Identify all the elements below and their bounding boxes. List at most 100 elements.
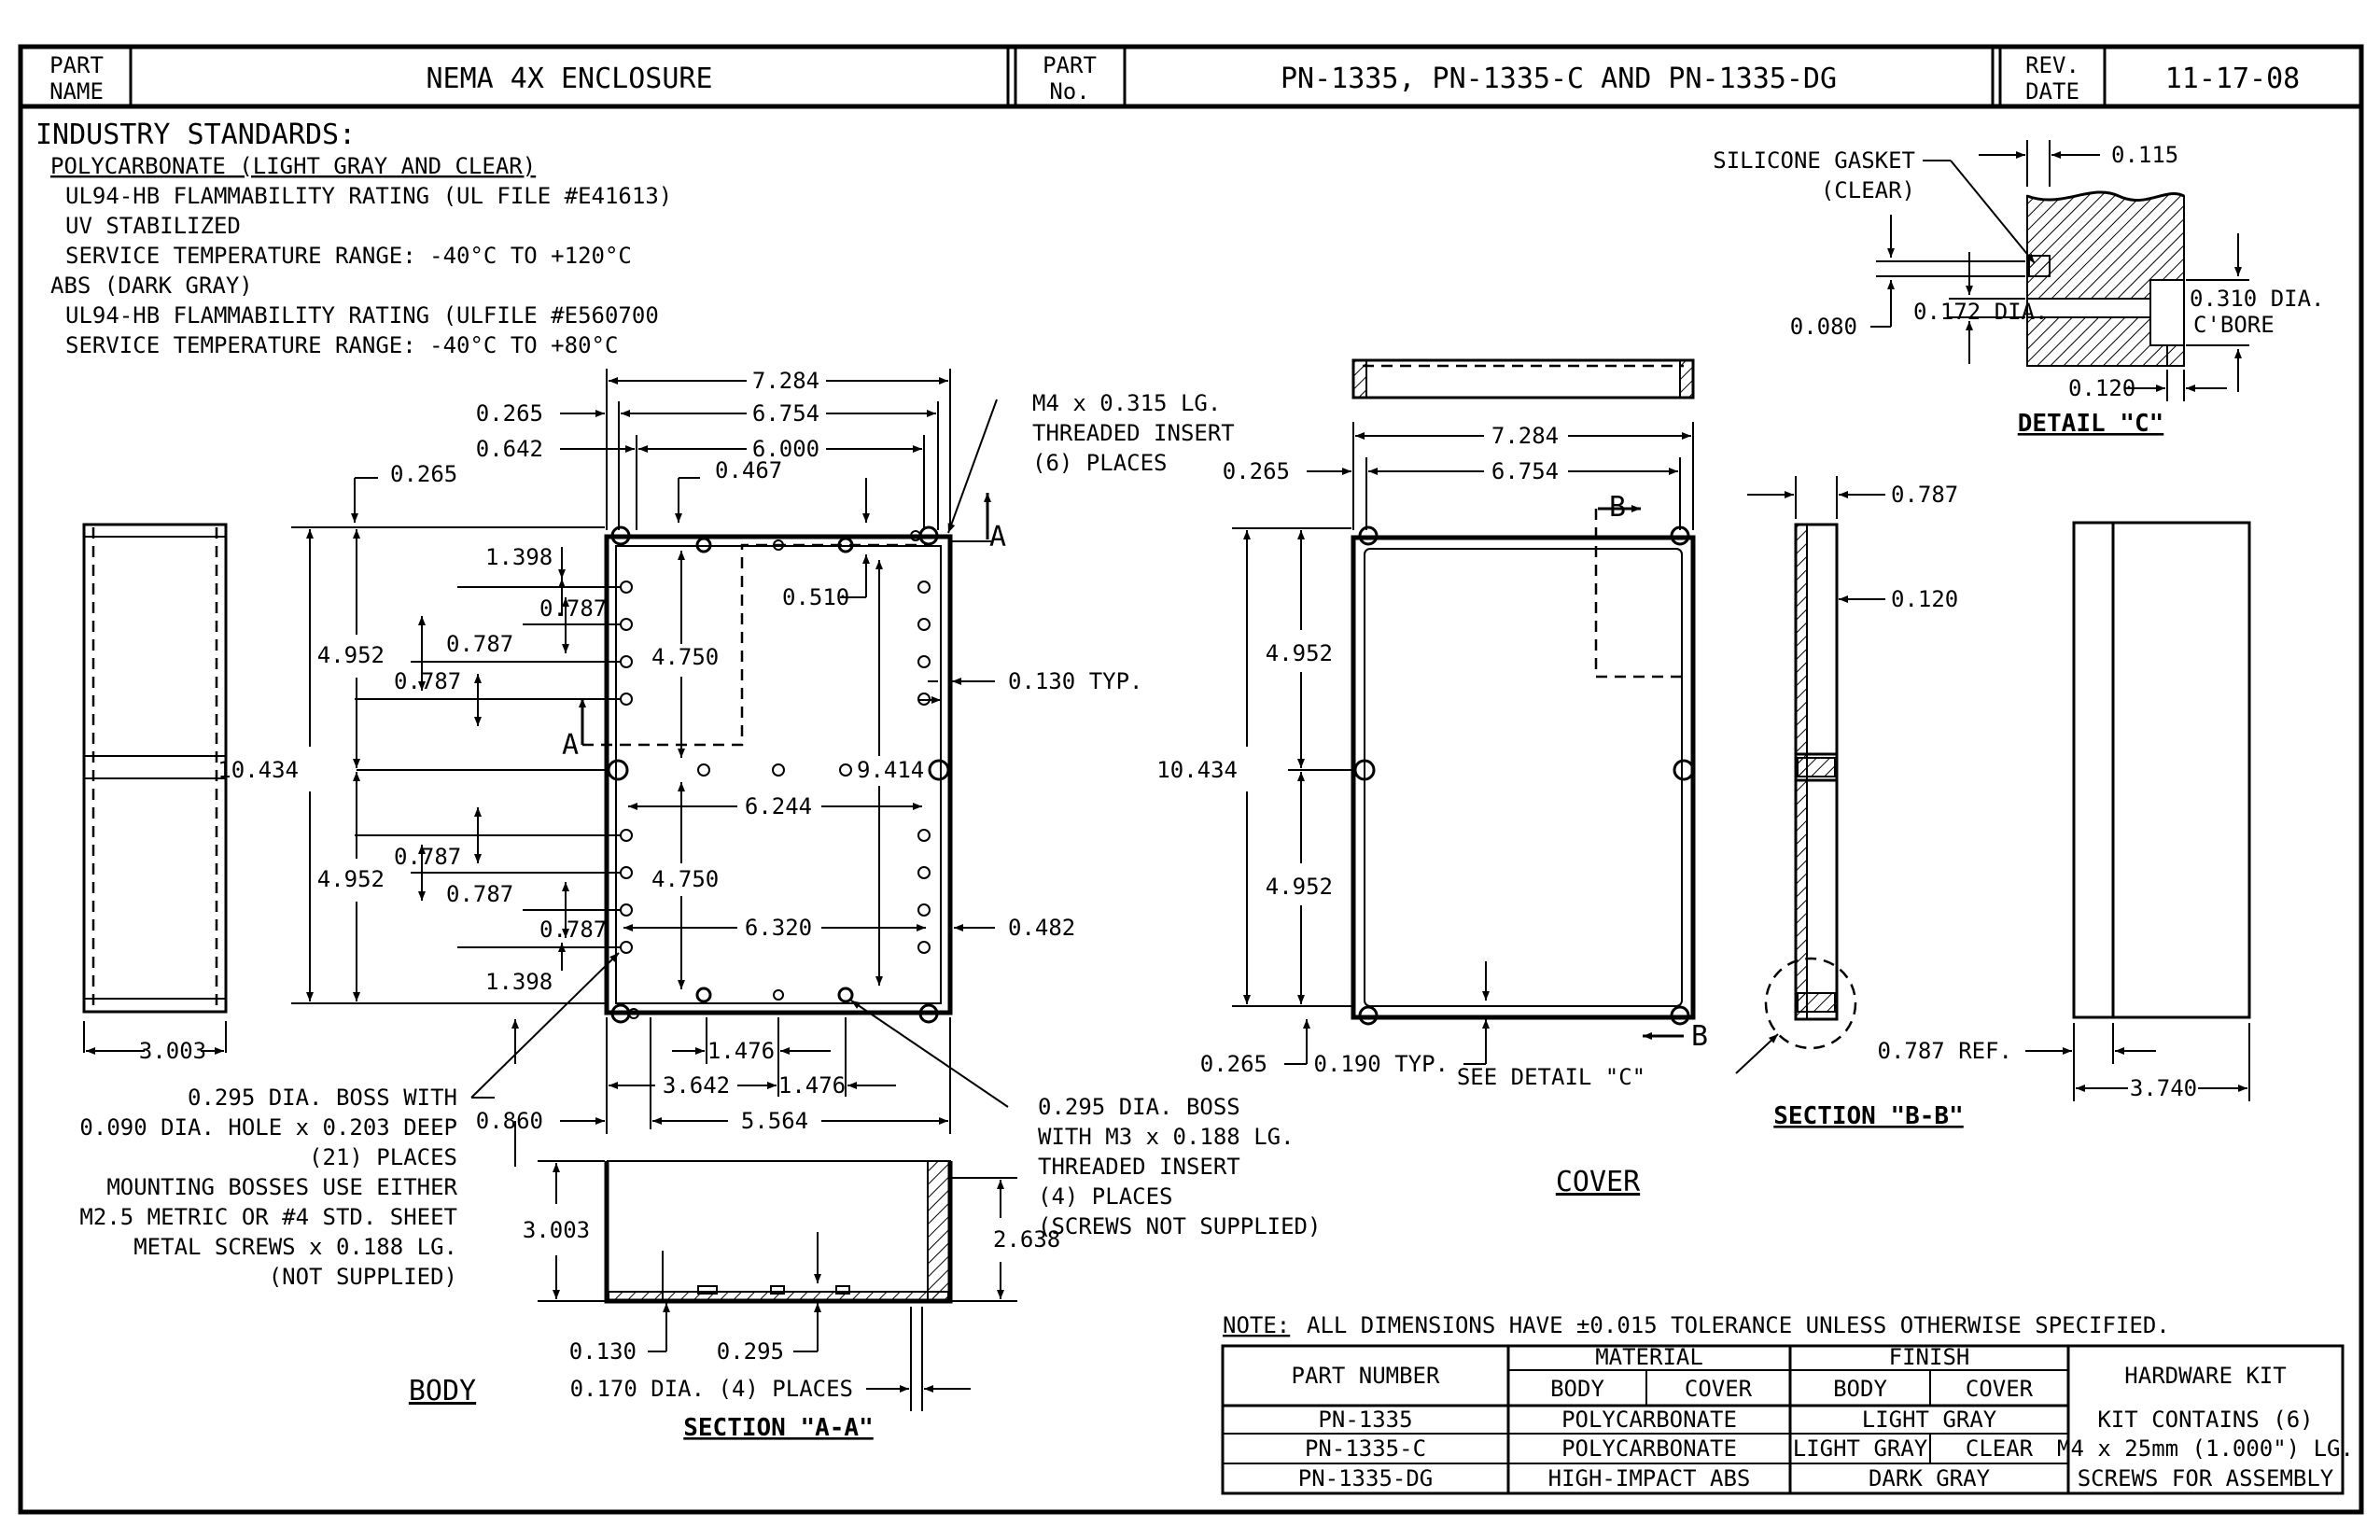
dim-label: 6.320 bbox=[745, 915, 812, 941]
dim-label: 0.787 bbox=[539, 917, 607, 943]
insert-note: M4 x 0.315 LG.THREADED INSERT(6) PLACES bbox=[1032, 390, 1235, 476]
parts-table: PART NUMBER MATERIAL FINISH HARDWARE KIT… bbox=[1221, 1344, 2354, 1495]
dim-label: 6.754 bbox=[1491, 458, 1559, 484]
dim-label: 0.310 DIA. bbox=[2190, 286, 2325, 312]
dim-label: 3.003 bbox=[139, 1038, 206, 1064]
dim-label: 7.284 bbox=[1491, 423, 1559, 449]
dim-label: 0.510 bbox=[782, 584, 849, 610]
table-subheader: COVER bbox=[1685, 1376, 1753, 1402]
table-cell: PN-1335-DG bbox=[1298, 1465, 1434, 1491]
section-marker: A bbox=[562, 729, 579, 762]
table-cell: LIGHT GRAY bbox=[1793, 1435, 1928, 1462]
table-subheader: COVER bbox=[1966, 1376, 2034, 1402]
detail-c-view: SILICONE GASKET(CLEAR) 0.115 0.080 0.172… bbox=[1713, 140, 2325, 438]
dim-label: 0.120 bbox=[1891, 586, 1958, 612]
dim-label: 0.170 DIA. (4) PLACES bbox=[570, 1376, 853, 1402]
view-label-section-bb: SECTION "B-B" bbox=[1773, 1102, 1964, 1130]
dim-label: 2.638 bbox=[993, 1226, 1060, 1253]
dim-label: 5.564 bbox=[741, 1108, 808, 1134]
part-numbers: PN-1335, PN-1335-C AND PN-1335-DG bbox=[1281, 63, 1837, 95]
dim-label: 0.787 bbox=[394, 844, 461, 870]
standards-line: UL94-HB FLAMMABILITY RATING (ULFILE #E56… bbox=[65, 302, 659, 329]
dim-label: 0.787 REF. bbox=[1878, 1038, 2013, 1064]
hardware-line: SCREWS FOR ASSEMBLY bbox=[2078, 1465, 2334, 1491]
table-cell: PN-1335 bbox=[1318, 1407, 1412, 1433]
table-cell: LIGHT GRAY bbox=[1862, 1407, 1997, 1433]
dim-label: 1.476 bbox=[707, 1038, 775, 1064]
dim-label: 3.642 bbox=[663, 1072, 730, 1099]
dim-label: 6.754 bbox=[752, 400, 819, 427]
cover-end-view: 0.787 REF. 3.740 bbox=[1878, 521, 2251, 1101]
part-name: NEMA 4X ENCLOSURE bbox=[426, 63, 712, 95]
dim-label: 0.265 bbox=[1223, 458, 1290, 484]
view-label-detail-c: DETAIL "C" bbox=[2018, 410, 2164, 438]
table-header: MATERIAL bbox=[1595, 1344, 1703, 1370]
dim-label: 1.398 bbox=[485, 969, 553, 995]
section-marker: B bbox=[1691, 1020, 1708, 1053]
dim-label: 6.000 bbox=[752, 436, 819, 462]
table-subheader: BODY bbox=[1833, 1376, 1887, 1402]
view-label-cover: COVER bbox=[1556, 1166, 1641, 1198]
hardware-line: KIT CONTAINS (6) bbox=[2097, 1407, 2313, 1433]
dim-label: 0.265 bbox=[390, 461, 457, 487]
body-top-view: A A 7.284 6.754 6.000 0.265 0.642 0.467 … bbox=[79, 368, 1321, 1407]
table-cell: PN-1335-C bbox=[1305, 1435, 1426, 1462]
standards-line: POLYCARBONATE (LIGHT GRAY AND CLEAR) bbox=[50, 153, 536, 179]
dim-label: 0.265 bbox=[476, 400, 543, 427]
dim-label: 7.284 bbox=[752, 368, 819, 394]
section-marker: A bbox=[989, 521, 1006, 553]
standards-line: ABS (DARK GRAY) bbox=[50, 273, 253, 299]
table-header: FINISH bbox=[1889, 1344, 1970, 1370]
section-marker: B bbox=[1609, 491, 1626, 524]
dim-label: 0.295 bbox=[717, 1338, 784, 1365]
table-subheader: BODY bbox=[1550, 1376, 1604, 1402]
dim-label: 9.414 bbox=[857, 757, 924, 783]
dim-label: 0.190 TYP. bbox=[1314, 1051, 1449, 1077]
note-text: ALL DIMENSIONS HAVE ±0.015 TOLERANCE UNL… bbox=[1307, 1312, 2170, 1338]
dim-label: 6.244 bbox=[745, 793, 812, 819]
dim-label: 10.434 bbox=[217, 757, 299, 783]
dim-label: 3.003 bbox=[523, 1217, 590, 1243]
dim-label: 0.787 bbox=[394, 668, 461, 694]
view-label-section-aa: SECTION "A-A" bbox=[683, 1414, 874, 1442]
standards-line: SERVICE TEMPERATURE RANGE: -40°C TO +80°… bbox=[65, 332, 618, 358]
dim-label: 0.860 bbox=[476, 1108, 543, 1134]
dim-label: 0.642 bbox=[476, 436, 543, 462]
table-cell: CLEAR bbox=[1966, 1435, 2034, 1462]
dim-label: 0.130 TYP. bbox=[1008, 668, 1143, 694]
industry-standards: INDUSTRY STANDARDS: POLYCARBONATE (LIGHT… bbox=[35, 119, 672, 358]
sheet-border bbox=[18, 44, 2364, 1515]
dim-label: 4.952 bbox=[1266, 874, 1333, 900]
rev-date-label: REV.DATE bbox=[2025, 52, 2079, 105]
standards-line: UV STABILIZED bbox=[65, 213, 241, 239]
dim-label: 4.952 bbox=[317, 642, 385, 668]
dim-label: 0.787 bbox=[539, 595, 607, 622]
dim-label: 4.952 bbox=[317, 866, 385, 892]
see-detail-note: SEE DETAIL "C" bbox=[1457, 1064, 1645, 1090]
table-cell: HIGH-IMPACT ABS bbox=[1548, 1465, 1751, 1491]
dim-label: 0.120 bbox=[2068, 375, 2135, 401]
gasket-note: SILICONE GASKET(CLEAR) bbox=[1713, 147, 1915, 203]
dim-label: 0.080 bbox=[1790, 314, 1857, 340]
table-cell: DARK GRAY bbox=[1869, 1465, 1991, 1491]
dim-label: 0.787 bbox=[1891, 482, 1958, 508]
table-header: HARDWARE KIT bbox=[2124, 1363, 2286, 1389]
dim-label: 0.265 bbox=[1200, 1051, 1267, 1077]
table-header: PART NUMBER bbox=[1292, 1363, 1440, 1389]
dim-label: 0.787 bbox=[446, 631, 513, 657]
section-aa-view: 3.003 2.638 0.130 0.295 0.170 DIA. (4) P… bbox=[523, 1160, 1060, 1442]
dim-label: 3.740 bbox=[2130, 1075, 2197, 1101]
hardware-line: M4 x 25mm (1.000") LG. bbox=[2057, 1435, 2354, 1462]
section-bb-view: 0.787 0.120 SECTION "B-B" bbox=[1735, 476, 1964, 1130]
view-label-body: BODY bbox=[409, 1375, 476, 1407]
note-label: NOTE: bbox=[1223, 1312, 1290, 1338]
dim-label: 4.750 bbox=[651, 866, 719, 892]
dim-label: 4.952 bbox=[1266, 640, 1333, 666]
dim-label: C'BORE bbox=[2193, 312, 2275, 338]
dim-label: 0.130 bbox=[569, 1338, 637, 1365]
